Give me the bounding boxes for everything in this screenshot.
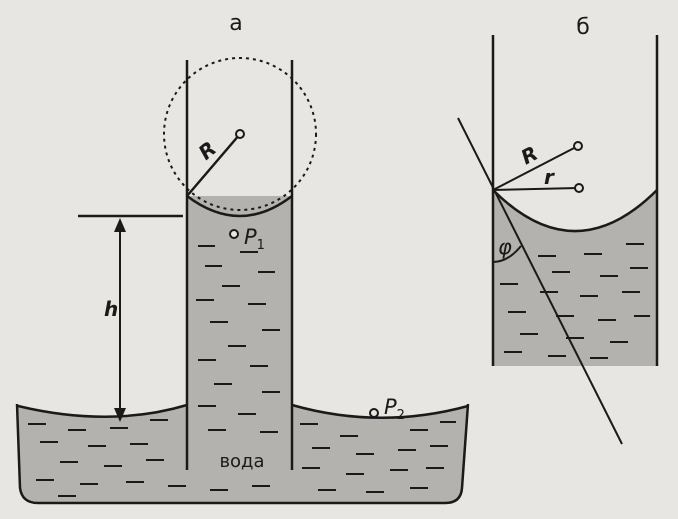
point-p2-marker — [369, 408, 379, 418]
contact-angle-arc — [492, 245, 522, 263]
p1-letter: P — [244, 225, 257, 249]
small-radius-label: r — [544, 165, 555, 189]
vessel-liquid — [18, 406, 468, 502]
circle-center-point — [235, 129, 245, 139]
panel-a-label: а — [229, 11, 242, 36]
height-arrow-bottom — [114, 408, 126, 422]
capillary-liquid — [187, 196, 292, 472]
capillary-meniscus-fill — [187, 196, 292, 220]
point-p1-marker — [229, 229, 239, 239]
height-label: h — [104, 297, 118, 321]
angle-label: φ — [498, 235, 512, 259]
p2-letter: P — [384, 395, 397, 419]
panel-a: а R P1 P2 h вода — [15, 11, 470, 505]
tangent-line — [457, 117, 623, 445]
big-radius-label: R — [517, 141, 542, 169]
liquid-hatching-a — [28, 245, 456, 497]
p1-label: P1 — [244, 225, 265, 253]
curvature-circle — [163, 57, 317, 211]
height-arrow-top — [114, 218, 126, 232]
panel-b-label: б — [576, 15, 590, 40]
vessel-meniscus-left — [17, 403, 188, 418]
p2-subscript: 2 — [397, 408, 405, 423]
water-label: вода — [219, 451, 264, 472]
tube-b-liquid — [493, 190, 657, 366]
vessel-meniscus-right — [291, 403, 469, 419]
small-radius-line — [492, 187, 579, 191]
p1-subscript: 1 — [257, 238, 265, 253]
p2-label: P2 — [384, 395, 405, 423]
big-radius-line — [492, 145, 579, 191]
small-radius-end-point — [574, 183, 584, 193]
capillary-meniscus — [186, 195, 293, 218]
tube-b-meniscus — [492, 189, 658, 233]
vessel-wall — [15, 403, 470, 505]
panel-b: б R r φ — [457, 15, 659, 445]
radius-line — [186, 133, 241, 197]
big-radius-end-point — [573, 141, 583, 151]
liquid-hatching-b — [500, 243, 650, 359]
